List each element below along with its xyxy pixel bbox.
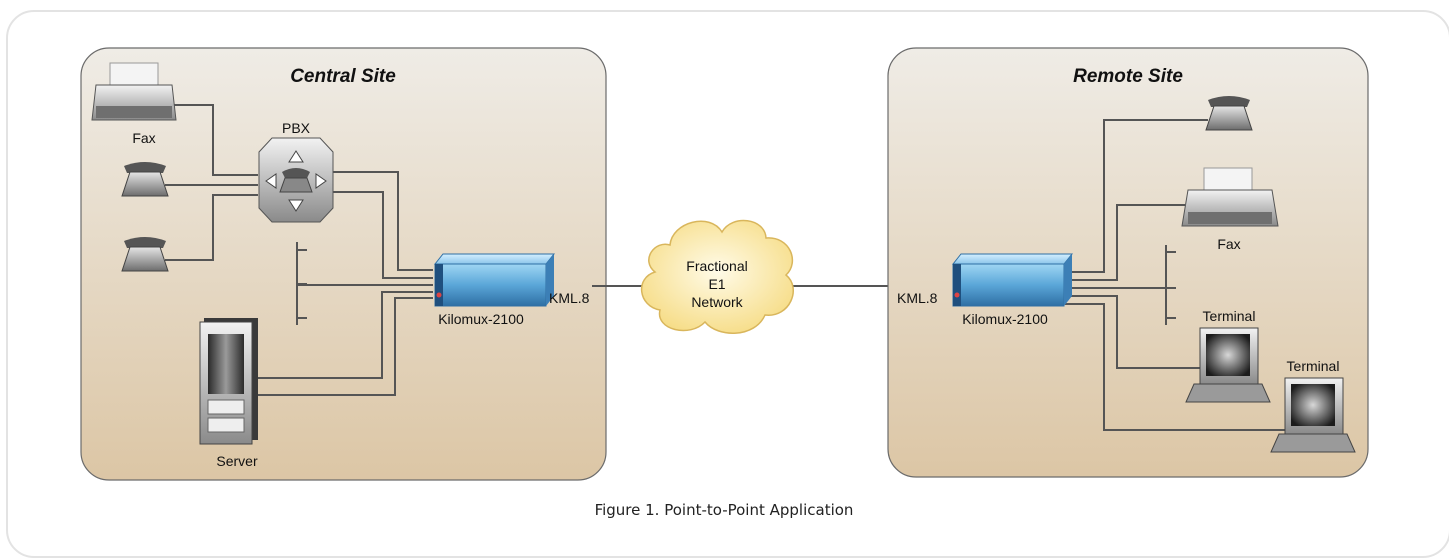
- fax-icon: [91, 62, 177, 121]
- fax-icon: [1181, 167, 1279, 227]
- network-label-line3: Network: [691, 294, 743, 310]
- network-label-line1: Fractional: [686, 258, 747, 274]
- figure-caption: Figure 1. Point-to-Point Application: [595, 501, 854, 519]
- pbx-label: PBX: [282, 120, 311, 136]
- remote-port-label: KML.8: [897, 290, 938, 306]
- telephone-icon: [121, 237, 169, 272]
- central-wires: [165, 104, 433, 396]
- terminal-icon: [1185, 327, 1271, 403]
- remote-wires: [1064, 119, 1285, 431]
- telephone-icon: [121, 162, 169, 197]
- server-label: Server: [216, 453, 258, 469]
- remote-fax-label: Fax: [1217, 236, 1240, 252]
- network-cloud-icon: [640, 219, 794, 334]
- telephone-icon: [1205, 96, 1253, 131]
- central-device-label: Kilomux-2100: [438, 311, 524, 327]
- central-site-title: Central Site: [290, 66, 396, 87]
- kilomux-device-icon: [951, 253, 1074, 307]
- network-label-line2: E1: [708, 276, 725, 292]
- central-site: Central Site Fax: [80, 47, 607, 481]
- fax-label: Fax: [132, 130, 155, 146]
- terminal2-label: Terminal: [1287, 358, 1340, 374]
- remote-site: Remote Site Fax: [887, 47, 1369, 478]
- terminal1-label: Terminal: [1203, 308, 1256, 324]
- kilomux-device-icon: [433, 253, 556, 307]
- pbx-icon: [258, 137, 334, 223]
- terminal-icon: [1270, 377, 1356, 453]
- central-port-label: KML.8: [549, 290, 590, 306]
- remote-site-title: Remote Site: [1073, 66, 1183, 87]
- remote-device-label: Kilomux-2100: [962, 311, 1048, 327]
- server-icon: [199, 318, 258, 445]
